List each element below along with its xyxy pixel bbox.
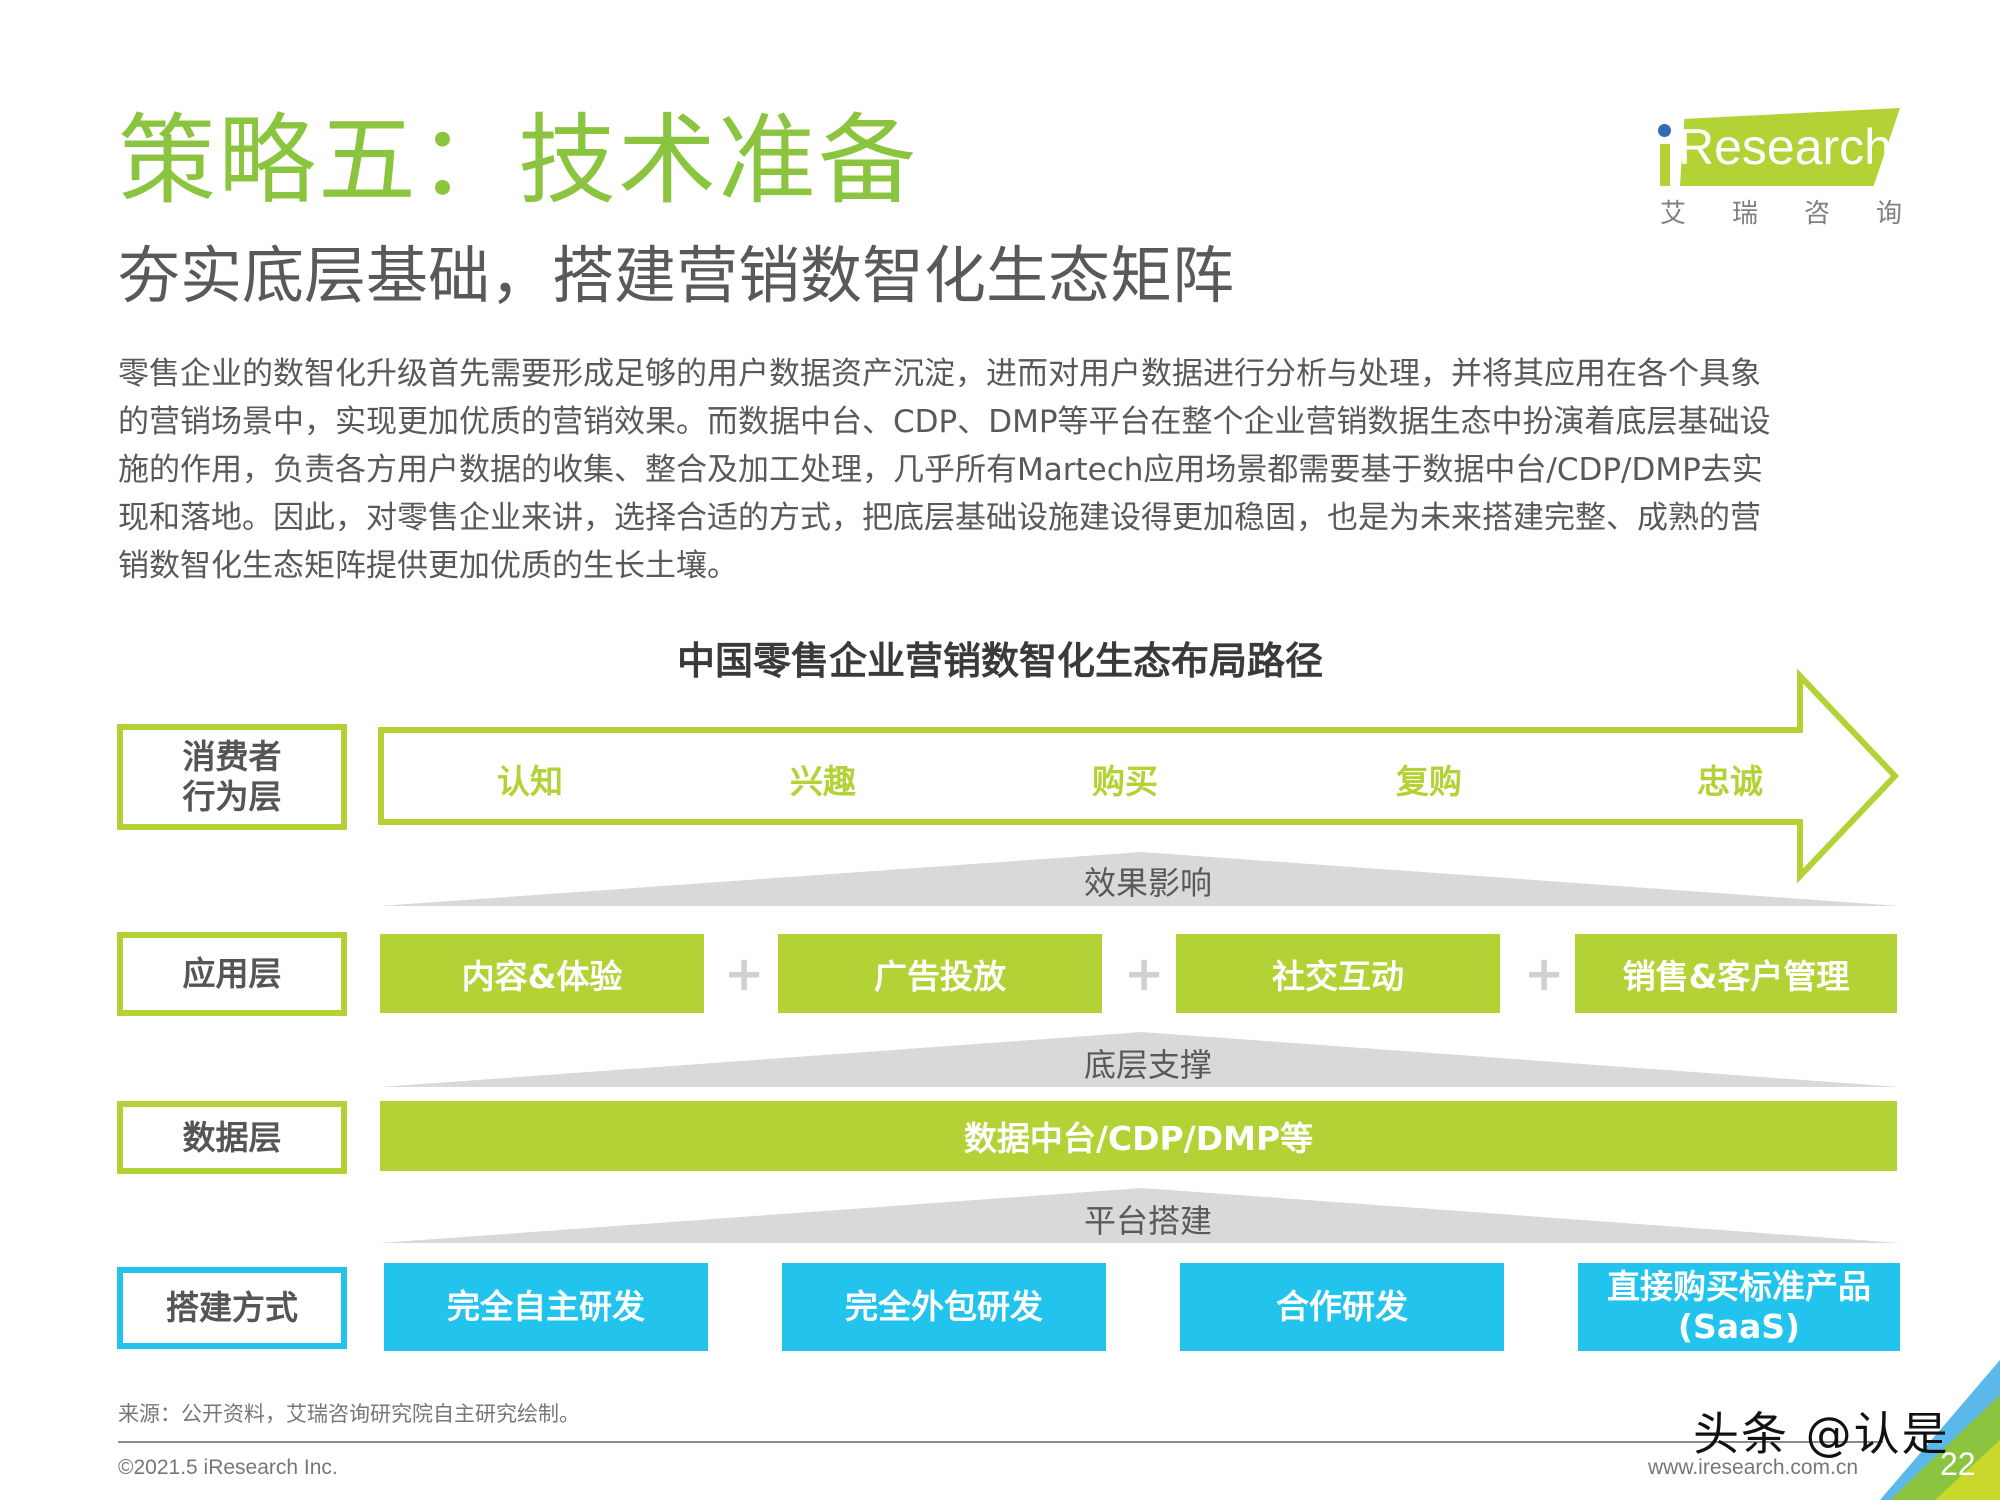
- application-layer-label: 应用层: [117, 932, 347, 1016]
- logo-cn-char: 询: [1875, 199, 1902, 229]
- plus-icon: +: [724, 946, 765, 1002]
- support-label: 底层支撑: [1083, 1046, 1212, 1084]
- footer-divider: [118, 1441, 1883, 1443]
- data-layer-label: 数据层: [117, 1101, 347, 1174]
- corner-lime-shape: [1935, 1440, 2000, 1500]
- intro-line: 现和落地。因此，对零售企业来讲，选择合适的方式，把底层基础设施建设得更加稳固，也…: [118, 500, 1761, 536]
- logo-chinese-name: 艾 瑞 咨 询: [1660, 193, 1902, 230]
- logo-brand-text: Research: [1678, 119, 1892, 175]
- build-item-subtext: (SaaS): [1677, 1307, 1801, 1346]
- build-cooperative: 合作研发: [1180, 1263, 1504, 1351]
- logo-green-band: [1680, 108, 1900, 186]
- build-outsourced: 完全外包研发: [782, 1263, 1106, 1351]
- platform-label: 平台搭建: [1083, 1202, 1212, 1240]
- effect-triangle: [380, 852, 1900, 906]
- build-method-label: 搭建方式: [117, 1267, 347, 1349]
- logo-i-dot-icon: [1658, 124, 1671, 137]
- consumer-layer-label: 消费者 行为层: [117, 724, 347, 830]
- build-saas: 直接购买标准产品 (SaaS): [1578, 1263, 1900, 1351]
- platform-triangle: [380, 1188, 1900, 1243]
- watermark: 头条 @认是: [1693, 1407, 1950, 1461]
- logo-i-stem: [1660, 144, 1670, 186]
- data-platform-box: 数据中台/CDP/DMP等: [380, 1101, 1897, 1171]
- app-advertising: 广告投放: [778, 934, 1102, 1013]
- page-subtitle: 夯实底层基础，搭建营销数智化生态矩阵: [118, 239, 1235, 312]
- page-title: 策略五：技术准备: [118, 104, 919, 218]
- build-item-text: 完全自主研发: [447, 1287, 645, 1326]
- plus-icon: +: [1524, 946, 1565, 1002]
- app-social-interaction: 社交互动: [1176, 934, 1500, 1013]
- build-item-text: 直接购买标准产品: [1607, 1267, 1871, 1306]
- logo-cn-char: 咨: [1803, 199, 1830, 229]
- stage-purchase: 购买: [1092, 762, 1158, 801]
- consumer-journey-arrow: [378, 668, 1900, 884]
- corner-blue-shape: [1880, 1360, 2000, 1500]
- intro-line: 零售企业的数智化升级首先需要形成足够的用户数据资产沉淀，进而对用户数据进行分析与…: [118, 356, 1761, 392]
- stage-interest: 兴趣: [790, 762, 856, 801]
- build-in-house: 完全自主研发: [384, 1263, 708, 1351]
- intro-paragraph: 零售企业的数智化升级首先需要形成足够的用户数据资产沉淀，进而对用户数据进行分析与…: [118, 350, 1898, 590]
- build-item-text: 完全外包研发: [845, 1287, 1043, 1326]
- diagram-title: 中国零售企业营销数智化生态布局路径: [676, 639, 1323, 683]
- intro-line: 施的作用，负责各方用户数据的收集、整合及加工处理，几乎所有Martech应用场景…: [118, 452, 1763, 488]
- build-item-text: 合作研发: [1276, 1287, 1408, 1326]
- consumer-label-line1: 消费者: [182, 737, 282, 776]
- consumer-label-line2: 行为层: [182, 777, 282, 816]
- iresearch-logo: Research 艾 瑞 咨 询: [1656, 100, 1906, 230]
- plus-icon: +: [1124, 946, 1165, 1002]
- logo-cn-char: 瑞: [1731, 199, 1758, 229]
- app-sales-crm: 销售&客户管理: [1575, 934, 1897, 1013]
- page-number: 22: [1940, 1446, 1976, 1482]
- intro-line: 的营销场景中，实现更加优质的营销效果。而数据中台、CDP、DMP等平台在整个企业…: [118, 404, 1771, 440]
- app-content-experience: 内容&体验: [380, 934, 704, 1013]
- stage-loyalty: 忠诚: [1697, 762, 1763, 801]
- logo-cn-char: 艾: [1660, 199, 1687, 229]
- support-triangle: [380, 1032, 1900, 1087]
- website-link[interactable]: www.iresearch.com.cn: [1648, 1456, 1859, 1479]
- effect-label: 效果影响: [1083, 864, 1212, 902]
- stage-awareness: 认知: [497, 762, 563, 801]
- source-note: 来源：公开资料，艾瑞咨询研究院自主研究绘制。: [118, 1402, 580, 1426]
- copyright: ©2021.5 iResearch Inc.: [118, 1456, 338, 1479]
- intro-line: 销数智化生态矩阵提供更加优质的生长土壤。: [118, 548, 738, 584]
- stage-repurchase: 复购: [1396, 762, 1462, 801]
